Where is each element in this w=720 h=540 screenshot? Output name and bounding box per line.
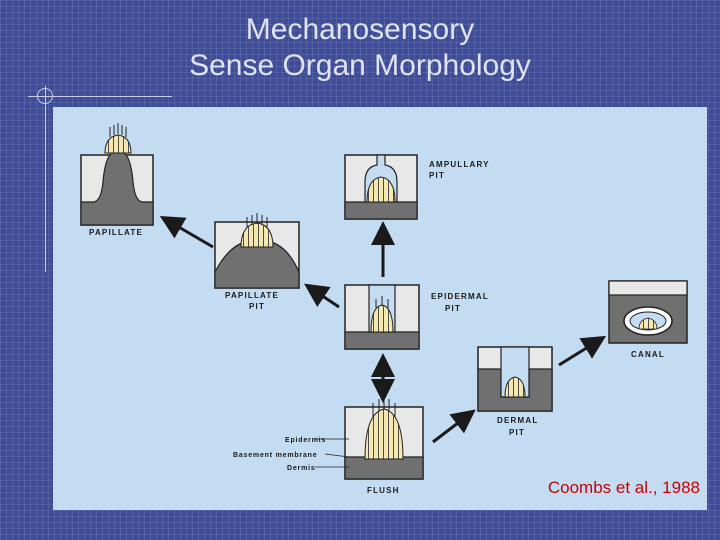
organ-flush bbox=[344, 397, 424, 480]
label-papillate-pit-1: PAPILLATE bbox=[225, 291, 279, 300]
slide-title: Mechanosensory Sense Organ Morphology bbox=[0, 12, 720, 84]
arrow-epidermal-to-papillate-pit bbox=[304, 283, 340, 309]
sense-organ-diagram: PAPILLATE PAPILLATE PIT AMPULLARY PIT bbox=[80, 123, 688, 495]
organ-ampullary-pit bbox=[344, 154, 418, 220]
organ-epidermal-pit bbox=[344, 284, 420, 350]
arrow-dermal-to-canal bbox=[558, 335, 607, 367]
label-papillate-pit-2: PIT bbox=[249, 302, 265, 311]
evolution-arrows bbox=[159, 215, 607, 444]
label-epidermal-pit-2: PIT bbox=[445, 304, 461, 313]
citation: Coombs et al., 1988 bbox=[547, 478, 700, 497]
arrow-flush-to-dermal bbox=[432, 409, 476, 444]
label-ampullary-pit-2: PIT bbox=[429, 171, 445, 180]
title-line-1: Mechanosensory bbox=[245, 13, 475, 46]
label-epidermal-pit-1: EPIDERMAL bbox=[431, 292, 489, 301]
label-basement-membrane: Basement membrane bbox=[233, 452, 317, 459]
label-dermal-pit-2: PIT bbox=[509, 428, 525, 437]
layer-leader-lines bbox=[315, 438, 350, 468]
title-rule-horizontal bbox=[28, 96, 172, 97]
label-dermis: Dermis bbox=[287, 465, 316, 472]
organ-canal bbox=[608, 280, 688, 344]
label-papillate: PAPILLATE bbox=[89, 228, 143, 237]
title-rule-vertical bbox=[45, 86, 46, 272]
organ-dermal-pit bbox=[477, 346, 553, 412]
label-dermal-pit-1: DERMAL bbox=[497, 416, 538, 425]
arrow-papillate-pit-to-papillate bbox=[159, 215, 214, 249]
title-rule-circle bbox=[37, 88, 53, 104]
title-line-2: Sense Organ Morphology bbox=[189, 49, 531, 82]
organ-papillate bbox=[80, 123, 154, 226]
label-ampullary-pit-1: AMPULLARY bbox=[429, 160, 490, 169]
label-canal: CANAL bbox=[631, 350, 665, 359]
label-flush: FLUSH bbox=[367, 486, 400, 495]
figure-panel: PAPILLATE PAPILLATE PIT AMPULLARY PIT bbox=[53, 107, 707, 510]
organ-papillate-pit bbox=[214, 213, 300, 289]
label-epidermis: Epidermis bbox=[285, 437, 326, 444]
